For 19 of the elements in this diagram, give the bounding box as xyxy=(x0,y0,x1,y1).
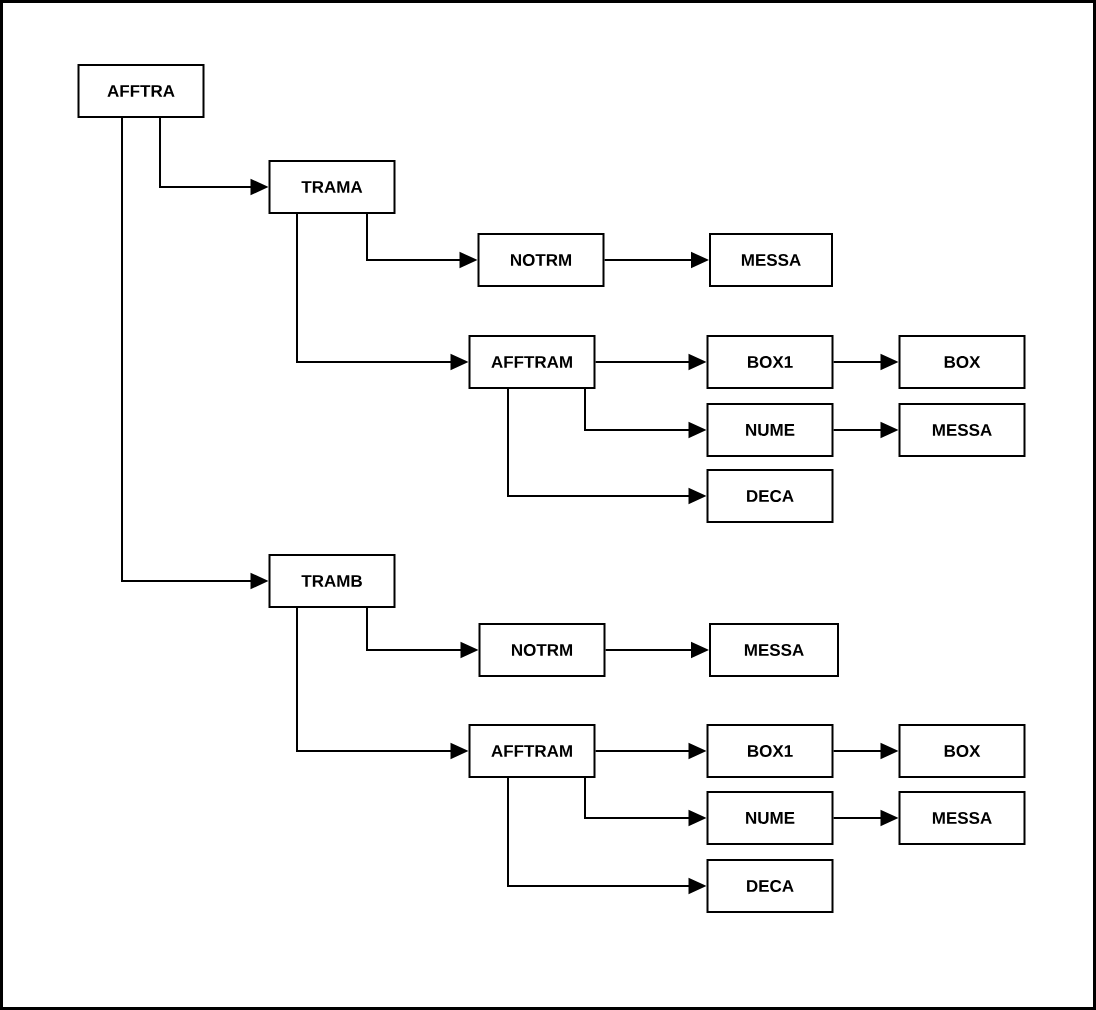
process-box: MESSA xyxy=(709,623,839,677)
process-box: TRAMB xyxy=(268,554,396,608)
process-box: NUME xyxy=(706,791,834,845)
process-box: MESSA xyxy=(898,403,1026,457)
process-box: BOX xyxy=(898,335,1026,389)
process-box: DECA xyxy=(706,859,834,913)
process-box: AFFTRAM xyxy=(468,724,596,778)
process-box: NUME xyxy=(706,403,834,457)
process-box: NOTRM xyxy=(477,233,605,287)
process-box: MESSA xyxy=(898,791,1026,845)
process-box: MESSA xyxy=(709,233,833,287)
process-box: AFFTRA xyxy=(77,64,205,118)
process-box: NOTRM xyxy=(478,623,606,677)
process-box: BOX1 xyxy=(706,724,834,778)
process-box: TRAMA xyxy=(268,160,396,214)
process-box: AFFTRAM xyxy=(468,335,596,389)
process-box: BOX xyxy=(898,724,1026,778)
process-box: DECA xyxy=(706,469,834,523)
process-box: BOX1 xyxy=(706,335,834,389)
